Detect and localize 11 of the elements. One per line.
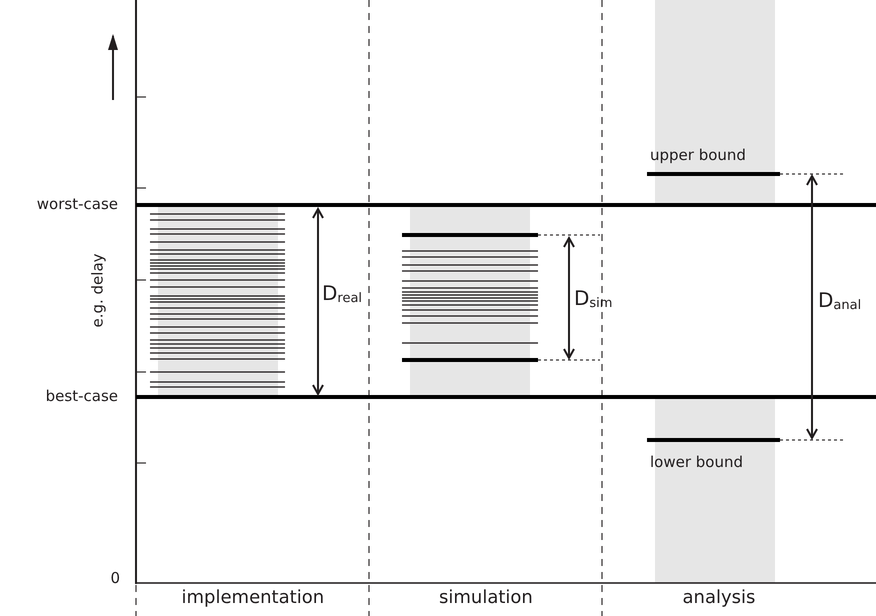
bound-label: lower bound	[650, 455, 744, 470]
dimension-label: D$_{anal}$	[818, 290, 862, 312]
axis-title: e.g. delay	[90, 252, 106, 328]
tick-label: 0	[110, 571, 120, 586]
axis-label: worst-case	[36, 197, 118, 212]
column-label: implementation	[182, 589, 324, 607]
column-label: simulation	[439, 589, 533, 607]
axis-label: best-case	[46, 389, 118, 404]
dimension-label: D$_{real}$	[322, 283, 362, 305]
column-label: analysis	[682, 589, 756, 607]
bound-label: upper bound	[650, 148, 746, 163]
